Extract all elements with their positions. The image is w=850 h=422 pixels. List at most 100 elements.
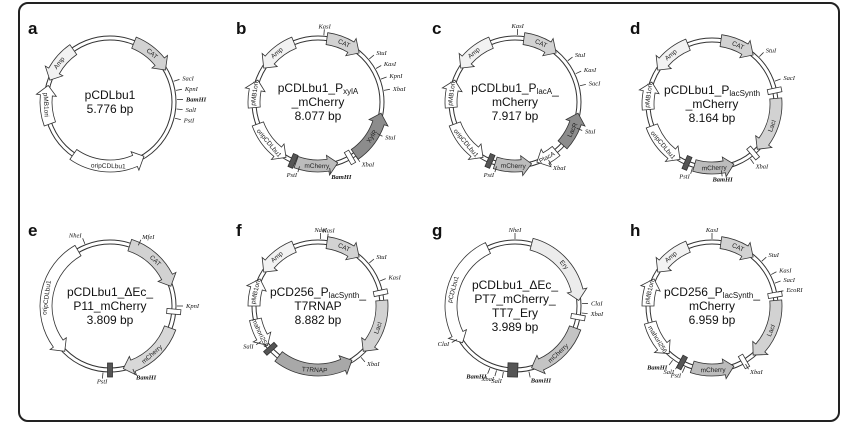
restriction-site-label: SacI	[182, 76, 194, 83]
site-tick	[369, 259, 374, 263]
restriction-site-label: BamHI	[185, 96, 207, 103]
restriction-site-label: StuI	[575, 52, 586, 59]
plasmid-map-grid: aAmpCATpMB1orioripCDLbu1SacIKpnIBamHISal…	[0, 0, 850, 413]
plasmid-size: 3.809 bp	[87, 313, 134, 327]
plasmid-name: _mCherry	[291, 95, 345, 109]
site-tick	[750, 159, 753, 164]
plasmid-size: 8.882 bp	[295, 313, 342, 327]
restriction-site-label: ClaI	[591, 300, 603, 307]
restriction-site-label: EcoRI	[785, 287, 803, 294]
plasmid-name: pCDLbu1_ΔEc_	[67, 285, 153, 299]
restriction-site-label: BamHI	[330, 174, 352, 181]
restriction-site-label: KasI	[321, 228, 335, 235]
site-tick	[177, 109, 183, 110]
site-tick	[775, 281, 781, 283]
site-tick	[381, 77, 387, 79]
plasmid-name: PT7_mCherry_	[474, 292, 556, 306]
plasmid-name: T7RNAP	[294, 299, 341, 313]
restriction-site-label: BamHI	[711, 176, 733, 183]
restriction-site-label: StuI	[376, 50, 387, 57]
restriction-site-label: KasI	[583, 67, 597, 74]
feature-label: mCherry	[702, 165, 728, 173]
restriction-site-label: XbaI	[590, 311, 604, 318]
plasmid-name: pCDLbu1_PxylA	[278, 81, 359, 96]
site-tick	[176, 89, 182, 90]
restriction-site-label: SacI	[783, 277, 795, 284]
element-box	[108, 363, 113, 377]
restriction-site-label: XbaI	[552, 165, 566, 172]
restriction-site-label: XbaI	[392, 86, 406, 93]
element-box	[682, 155, 692, 170]
restriction-site-label: BamHI	[465, 373, 487, 380]
restriction-site-label: KpnI	[185, 303, 200, 310]
restriction-site-label: MfeI	[141, 234, 155, 241]
site-tick	[568, 57, 573, 61]
restriction-site-label: NheI	[508, 227, 522, 234]
restriction-site-label: PstI	[286, 172, 298, 179]
site-tick	[580, 84, 586, 85]
site-tick	[682, 367, 684, 372]
element-box	[508, 363, 518, 377]
site-tick	[691, 168, 693, 174]
plasmid-name: pCDLbu1_ΔEc_	[472, 278, 558, 292]
feature-label: mCherry	[501, 163, 527, 171]
panel-f: fAmpCATLacIT7RNAPpMB1orimahori256NdeIKas…	[236, 221, 402, 376]
plasmid-size: 5.776 bp	[87, 102, 134, 116]
restriction-site-label: KpnI	[184, 86, 199, 93]
restriction-site-label: XbaI	[366, 361, 380, 368]
panel-letter: h	[630, 221, 640, 240]
site-tick	[502, 372, 503, 378]
panel-letter: e	[28, 221, 37, 240]
site-tick	[759, 52, 763, 56]
panel-letter: g	[432, 221, 442, 240]
site-tick	[380, 279, 386, 281]
restriction-site-label: StuI	[385, 135, 396, 142]
panel-g: gErymCherrypCDLbu1NheIClaIXbaIBamHISalIX…	[432, 221, 604, 385]
element-box	[373, 289, 388, 297]
restriction-site-label: XbaI	[749, 369, 763, 376]
site-tick	[376, 66, 381, 69]
restriction-site-label: StuI	[585, 129, 596, 136]
feature-label: T7RNAP	[302, 366, 328, 374]
site-tick	[174, 79, 180, 81]
panel-letter: c	[432, 19, 441, 38]
site-tick	[488, 368, 490, 374]
restriction-site-label: SalI	[186, 107, 197, 114]
feature-mcherry-arrow	[123, 326, 175, 375]
site-tick	[495, 370, 497, 376]
restriction-site-label: SalI	[243, 343, 254, 350]
restriction-site-label: PstI	[678, 174, 690, 181]
plasmid-name: pCDLbu1_PlacSynth	[664, 83, 760, 98]
restriction-site-label: BamHI	[135, 374, 157, 381]
restriction-site-label: NheI	[68, 233, 82, 240]
site-tick	[576, 71, 581, 74]
panel-letter: b	[236, 19, 246, 38]
plasmid-name: P11_mCherry	[73, 299, 146, 313]
restriction-site-label: BamHI	[646, 364, 668, 371]
site-tick	[762, 257, 766, 261]
plasmid-size: 7.917 bp	[492, 109, 539, 123]
restriction-site-label: SacI	[783, 75, 795, 82]
restriction-site-label: KasI	[317, 23, 331, 30]
restriction-site-label: KasI	[383, 61, 397, 68]
plasmid-size: 3.989 bp	[492, 320, 539, 334]
plasmid-name: mCherry	[689, 299, 735, 313]
site-tick	[669, 360, 673, 365]
restriction-site-label: KasI	[705, 227, 719, 234]
feature-label: mCherry	[304, 163, 330, 170]
restriction-site-label: XbaI	[361, 161, 375, 168]
site-tick	[83, 238, 85, 244]
site-tick	[771, 272, 776, 275]
restriction-site-label: PstI	[483, 172, 495, 179]
site-tick	[175, 118, 181, 119]
plasmid-size: 8.164 bp	[689, 111, 736, 125]
panel-d: dAmpCATLacImCherrypMB1orioripCDLbu1StuIS…	[630, 19, 796, 183]
element-box	[571, 313, 586, 320]
site-tick	[775, 79, 781, 81]
site-tick	[384, 89, 390, 90]
restriction-site-label: KasI	[778, 267, 792, 274]
restriction-site-label: KpnI	[388, 73, 403, 80]
element-box	[167, 308, 181, 314]
plasmid-name: pCDLbu1	[85, 88, 136, 102]
